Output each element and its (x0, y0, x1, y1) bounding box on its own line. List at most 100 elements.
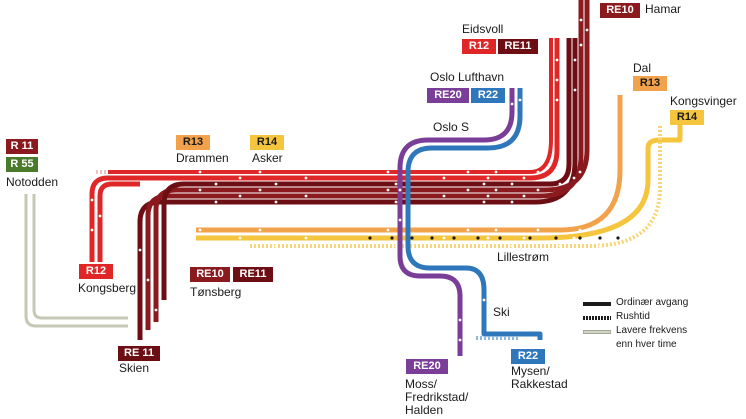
station-dot (536, 188, 540, 192)
station-dot-branch (98, 214, 102, 218)
route-r13 (196, 95, 623, 233)
route-r14 (196, 125, 683, 241)
station-dot (510, 182, 514, 186)
legend-item-rush: Rushtid (583, 311, 743, 325)
station-dot-branch (518, 98, 522, 102)
station-dot-branch (398, 188, 402, 192)
legend: Ordinær avgang Rushtid Lavere frekvens e… (583, 297, 743, 353)
station-dot (386, 228, 390, 232)
badge-tonsberg-re11: RE11 (233, 267, 273, 282)
route-r22 (405, 88, 543, 340)
station-dot (198, 188, 202, 192)
legend-item-low-cont: enn hver time (583, 339, 743, 353)
legend-swatch-rush (583, 316, 611, 320)
station-dot (466, 228, 470, 232)
station-dot (536, 228, 540, 232)
station-dot-r14 (616, 236, 620, 240)
station-label-drammen: Drammen (176, 151, 229, 165)
route-r12-rush (108, 38, 553, 174)
station-dot (466, 188, 470, 192)
station-dot-branch (579, 18, 583, 22)
station-dot (238, 194, 242, 198)
badge-hamar-re10: RE10 (600, 3, 640, 18)
station-dot (214, 244, 218, 248)
station-dot (274, 182, 278, 186)
station-dot (536, 170, 540, 174)
station-dot (510, 200, 514, 204)
route-re10-b (153, 0, 590, 322)
station-label-tonsberg: Tønsberg (190, 285, 242, 299)
station-dot-branch (90, 198, 94, 202)
station-dot (442, 194, 446, 198)
badge-skien-re11: RE 11 (118, 346, 160, 361)
station-label-skien: Skien (119, 361, 150, 375)
legend-label-regular: Ordinær avgang (616, 297, 689, 308)
station-dot-r14 (498, 236, 502, 240)
station-label-moss-1: Moss/ (405, 377, 438, 391)
station-label-oslo-lufthavn: Oslo Lufthavn (430, 70, 505, 84)
station-dot-r14 (528, 236, 532, 240)
legend-swatch-low (583, 330, 611, 334)
station-dot (214, 182, 218, 186)
legend-item-low: Lavere frekvens (583, 325, 743, 339)
station-label-moss-3: Halden (405, 403, 444, 417)
station-label-eidsvoll: Eidsvoll (462, 22, 504, 36)
route-re20 (397, 88, 515, 356)
route-r55-low-outer (24, 194, 128, 328)
station-dot-r14 (390, 236, 394, 240)
station-dot (482, 182, 486, 186)
station-dot (274, 244, 278, 248)
badge-kongsberg-r12: R12 (79, 264, 113, 279)
station-dot-r14 (476, 236, 480, 240)
station-dot-r14 (452, 236, 456, 240)
station-dot-r14 (410, 236, 414, 240)
station-dot (598, 244, 602, 248)
station-dot (274, 200, 278, 204)
station-dot (394, 200, 398, 204)
station-dot-branch (146, 278, 150, 282)
station-dot (386, 170, 390, 174)
badge-kongsvinger-r14: R14 (670, 110, 704, 125)
station-dot (486, 194, 490, 198)
station-dot-branch (398, 218, 402, 222)
station-label-lillestrom: Lillestrøm (497, 250, 550, 264)
station-label-ski: Ski (493, 305, 510, 319)
station-dot-branch (482, 298, 486, 302)
station-dot (466, 170, 470, 174)
badge-notodden-r55: R 55 (6, 157, 38, 172)
station-label-oslo-s: Oslo S (433, 120, 470, 134)
station-dot-branch (458, 338, 462, 342)
station-dot (572, 176, 576, 180)
station-dot-branch (585, 28, 589, 32)
station-dot (558, 182, 562, 186)
station-dot-branch (90, 228, 94, 232)
station-dot (572, 236, 576, 240)
station-dot (494, 228, 498, 232)
station-dot-branch (510, 102, 514, 106)
badge-drammen-r13: R13 (176, 135, 210, 150)
station-dot (510, 244, 514, 248)
station-dot-branch (154, 308, 158, 312)
station-dot (482, 244, 486, 248)
badge-notodden-r11: R 11 (6, 139, 38, 154)
station-dot (578, 188, 582, 192)
station-dot-branch (555, 78, 559, 82)
station-dot-branch (573, 88, 577, 92)
station-dot (198, 228, 202, 232)
station-label-hamar: Hamar (645, 2, 682, 16)
station-dot (572, 194, 576, 198)
station-dot (304, 194, 308, 198)
badge-eidsvoll-r12: R12 (462, 39, 496, 54)
legend-item-regular: Ordinær avgang (583, 297, 743, 311)
route-r12-b (97, 181, 140, 262)
station-dot (578, 170, 582, 174)
station-dot (394, 182, 398, 186)
station-dots (90, 18, 620, 342)
badge-eidsvoll-re11: RE11 (498, 39, 538, 54)
station-dot (258, 228, 262, 232)
station-dot (558, 244, 562, 248)
station-dot-branch (579, 43, 583, 47)
badge-dal-r13: R13 (633, 76, 667, 91)
station-dot (238, 176, 242, 180)
